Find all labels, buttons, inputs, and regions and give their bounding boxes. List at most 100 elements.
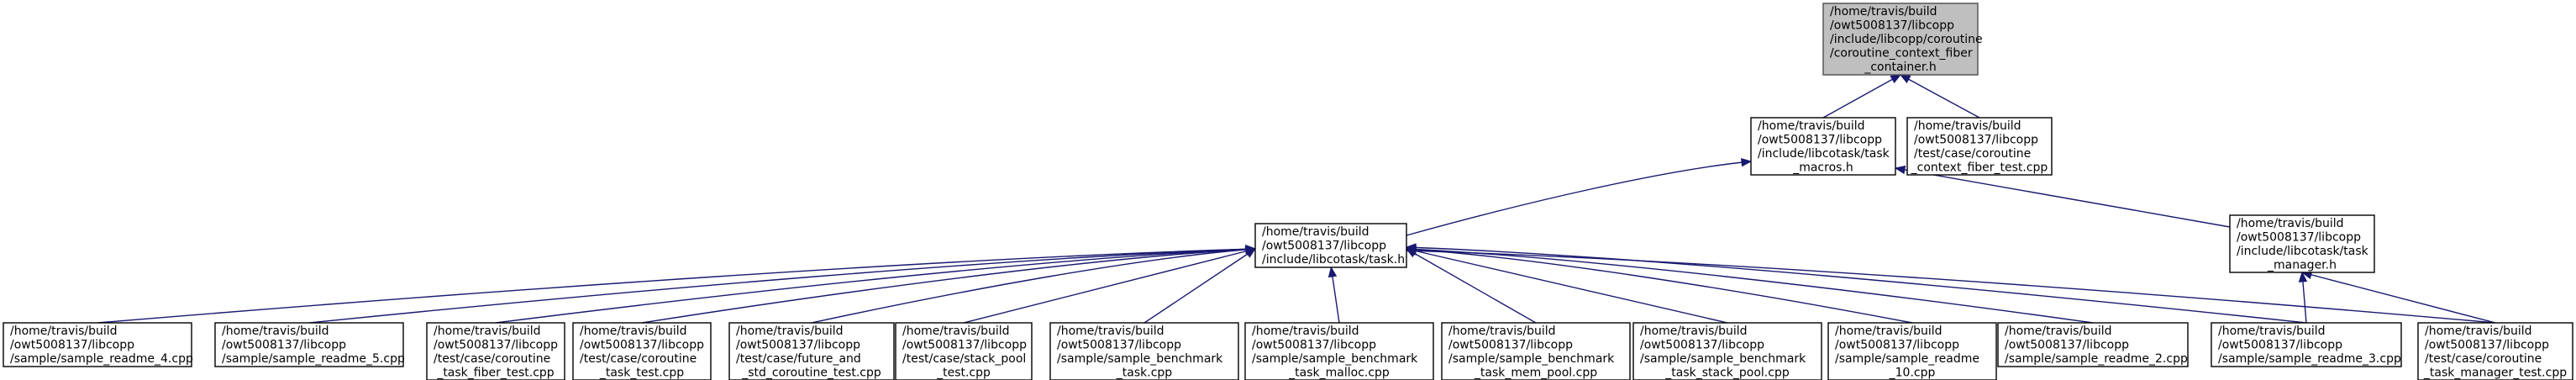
- node-readme_4[interactable]: /home/travis/build/owt5008137/libcopp/sa…: [3, 322, 193, 367]
- arrowhead-ctx_fiber_test-to-ctx_fiber_container: [1899, 74, 1911, 84]
- node-label-line: _task.cpp: [1116, 367, 1173, 380]
- node-label-line: /test/case/stack_pool: [902, 352, 1026, 366]
- node-label-line: /include/libcopp/coroutine: [1830, 33, 1983, 46]
- node-box: [214, 322, 404, 367]
- node-label-line: /owt5008137/libcopp: [1262, 240, 1386, 253]
- node-label-line: /owt5008137/libcopp: [1448, 339, 1573, 352]
- node-label-line: /owt5008137/libcopp: [580, 339, 704, 352]
- node-box: [3, 322, 192, 367]
- node-box: [1441, 322, 1631, 380]
- node-label-line: /home/travis/build: [10, 325, 118, 338]
- node-label-line: /sample/sample_benchmark: [1252, 352, 1418, 366]
- arrowhead-task_macros-to-ctx_fiber_container: [1890, 74, 1902, 84]
- node-label-line: /owt5008137/libcopp: [222, 339, 346, 352]
- node-box: [1244, 322, 1434, 380]
- node-label-line: /test/case/future_and: [736, 352, 861, 366]
- node-bench_stack_pool[interactable]: /home/travis/build/owt5008137/libcopp/sa…: [1632, 322, 1822, 380]
- node-label-line: /include/libcotask/task.h: [1262, 253, 1405, 267]
- edge-task_test-to-task_h: [641, 248, 1256, 324]
- edge-bench_mem_pool-to-task_h: [1406, 248, 1537, 324]
- node-label-line: /home/travis/build: [222, 325, 329, 338]
- node-label-line: /home/travis/build: [1640, 325, 1748, 338]
- node-label-line: _macros.h: [1792, 161, 1853, 175]
- node-label-line: /test/case/coroutine: [1914, 147, 2031, 161]
- node-label-line: /sample/sample_readme_3.cpp: [2218, 352, 2401, 366]
- node-bench_malloc[interactable]: /home/travis/build/owt5008137/libcopp/sa…: [1244, 322, 1434, 380]
- node-label-line: /home/travis/build: [1835, 325, 1943, 338]
- node-label-line: _task_manager_test.cpp: [2423, 367, 2567, 380]
- node-label-line: /test/case/coroutine: [2425, 352, 2542, 366]
- node-label-line: /include/libcotask/task: [1758, 147, 1890, 161]
- node-box: [1827, 322, 1997, 380]
- node-label-line: /coroutine_context_fiber: [1830, 47, 1973, 61]
- node-task_macros[interactable]: /home/travis/build/owt5008137/libcopp/in…: [1750, 117, 1896, 176]
- edge-task_macros-to-ctx_fiber_container: [1822, 74, 1901, 119]
- arrowhead-task_h-to-task_macros: [1741, 157, 1753, 167]
- node-label-line: /owt5008137/libcopp: [10, 339, 134, 352]
- node-future_std[interactable]: /home/travis/build/owt5008137/libcopp/te…: [728, 322, 895, 380]
- node-label-line: _manager.h: [2267, 259, 2337, 272]
- node-stack_pool_test[interactable]: /home/travis/build/owt5008137/libcopp/te…: [895, 322, 1033, 380]
- node-label-line: /owt5008137/libcopp: [2005, 339, 2129, 352]
- edge-bench_task-to-task_h: [1143, 248, 1256, 324]
- node-label-line: /home/travis/build: [1262, 225, 1369, 239]
- node-readme_10[interactable]: /home/travis/build/owt5008137/libcopp/sa…: [1827, 322, 1997, 380]
- node-label-line: /owt5008137/libcopp: [1758, 134, 1882, 147]
- node-box: [1632, 322, 1822, 380]
- node-label-line: /home/travis/build: [1057, 325, 1164, 338]
- node-label-line: /home/travis/build: [902, 325, 1010, 338]
- node-readme_2[interactable]: /home/travis/build/owt5008137/libcopp/sa…: [1997, 322, 2189, 367]
- node-bench_task[interactable]: /home/travis/build/owt5008137/libcopp/sa…: [1049, 322, 1239, 380]
- edge-future_std-to-task_h: [811, 248, 1256, 324]
- node-label-line: _context_fiber_test.cpp: [1911, 161, 2048, 175]
- node-task_manager_test[interactable]: /home/travis/build/owt5008137/libcopp/te…: [2417, 322, 2573, 380]
- node-label-line: /test/case/coroutine: [580, 352, 697, 366]
- node-box: [572, 322, 712, 380]
- node-label-line: /owt5008137/libcopp: [1057, 339, 1181, 352]
- node-label-line: _task_malloc.cpp: [1288, 367, 1390, 380]
- node-label-line: /sample/sample_readme_4.cpp: [10, 352, 193, 366]
- node-task_manager[interactable]: /home/travis/build/owt5008137/libcopp/in…: [2229, 214, 2375, 273]
- node-label-line: /sample/sample_readme_5.cpp: [222, 352, 405, 366]
- node-label-line: _test.cpp: [936, 367, 991, 380]
- node-task_fiber_test[interactable]: /home/travis/build/owt5008137/libcopp/te…: [426, 322, 565, 380]
- edge-readme_2-to-task_h: [1406, 248, 2094, 324]
- node-label-line: /owt5008137/libcopp: [2218, 339, 2342, 352]
- node-label-line: /home/travis/build: [2218, 325, 2326, 338]
- node-label-line: /home/travis/build: [736, 325, 844, 338]
- node-ctx_fiber_container[interactable]: /home/travis/build/owt5008137/libcopp/in…: [1822, 3, 1983, 76]
- node-label-line: /home/travis/build: [434, 325, 541, 338]
- node-readme_3[interactable]: /home/travis/build/owt5008137/libcopp/sa…: [2211, 322, 2402, 367]
- node-label-line: /owt5008137/libcopp: [1252, 339, 1376, 352]
- node-label-line: _std_coroutine_test.cpp: [741, 367, 881, 380]
- node-label-line: /sample/sample_readme: [1835, 352, 1979, 366]
- node-label-line: /sample/sample_readme_2.cpp: [2005, 352, 2188, 366]
- node-box: [728, 322, 895, 380]
- node-label-line: /owt5008137/libcopp: [434, 339, 558, 352]
- edge-task_manager-to-task_macros: [1895, 167, 2231, 228]
- nodes-layer: /home/travis/build/owt5008137/libcopp/in…: [3, 3, 2573, 380]
- node-label-line: /owt5008137/libcopp: [1914, 134, 2038, 147]
- node-box: [2211, 322, 2402, 367]
- node-readme_5[interactable]: /home/travis/build/owt5008137/libcopp/sa…: [214, 322, 405, 367]
- node-box: [1750, 117, 1896, 176]
- node-task_test[interactable]: /home/travis/build/owt5008137/libcopp/te…: [572, 322, 712, 380]
- edge-readme_3-to-task_h: [1406, 246, 2307, 324]
- edge-task_h-to-task_macros: [1406, 161, 1752, 236]
- edge-task_fiber_test-to-task_h: [495, 248, 1256, 324]
- node-ctx_fiber_test[interactable]: /home/travis/build/owt5008137/libcopp/te…: [1906, 117, 2053, 176]
- edge-readme_5-to-task_h: [308, 248, 1256, 324]
- node-task_h[interactable]: /home/travis/build/owt5008137/libcopp/in…: [1254, 223, 1407, 268]
- node-label-line: /home/travis/build: [2005, 325, 2112, 338]
- arrowhead-bench_malloc-to-task_h: [1327, 266, 1338, 278]
- node-box: [2417, 322, 2573, 380]
- arrowhead-bench_task-to-task_h: [1244, 248, 1257, 258]
- node-label-line: _task_fiber_test.cpp: [436, 367, 554, 380]
- node-label-line: /home/travis/build: [1758, 119, 1865, 133]
- edge-task_manager_test-to-task_manager: [2301, 272, 2496, 324]
- arrowhead-task_manager_test-to-task_h: [1405, 246, 1417, 256]
- node-label-line: /owt5008137/libcopp: [736, 339, 860, 352]
- node-box: [1822, 3, 1979, 76]
- node-bench_mem_pool[interactable]: /home/travis/build/owt5008137/libcopp/sa…: [1441, 322, 1631, 380]
- node-label-line: /owt5008137/libcopp: [1640, 339, 1764, 352]
